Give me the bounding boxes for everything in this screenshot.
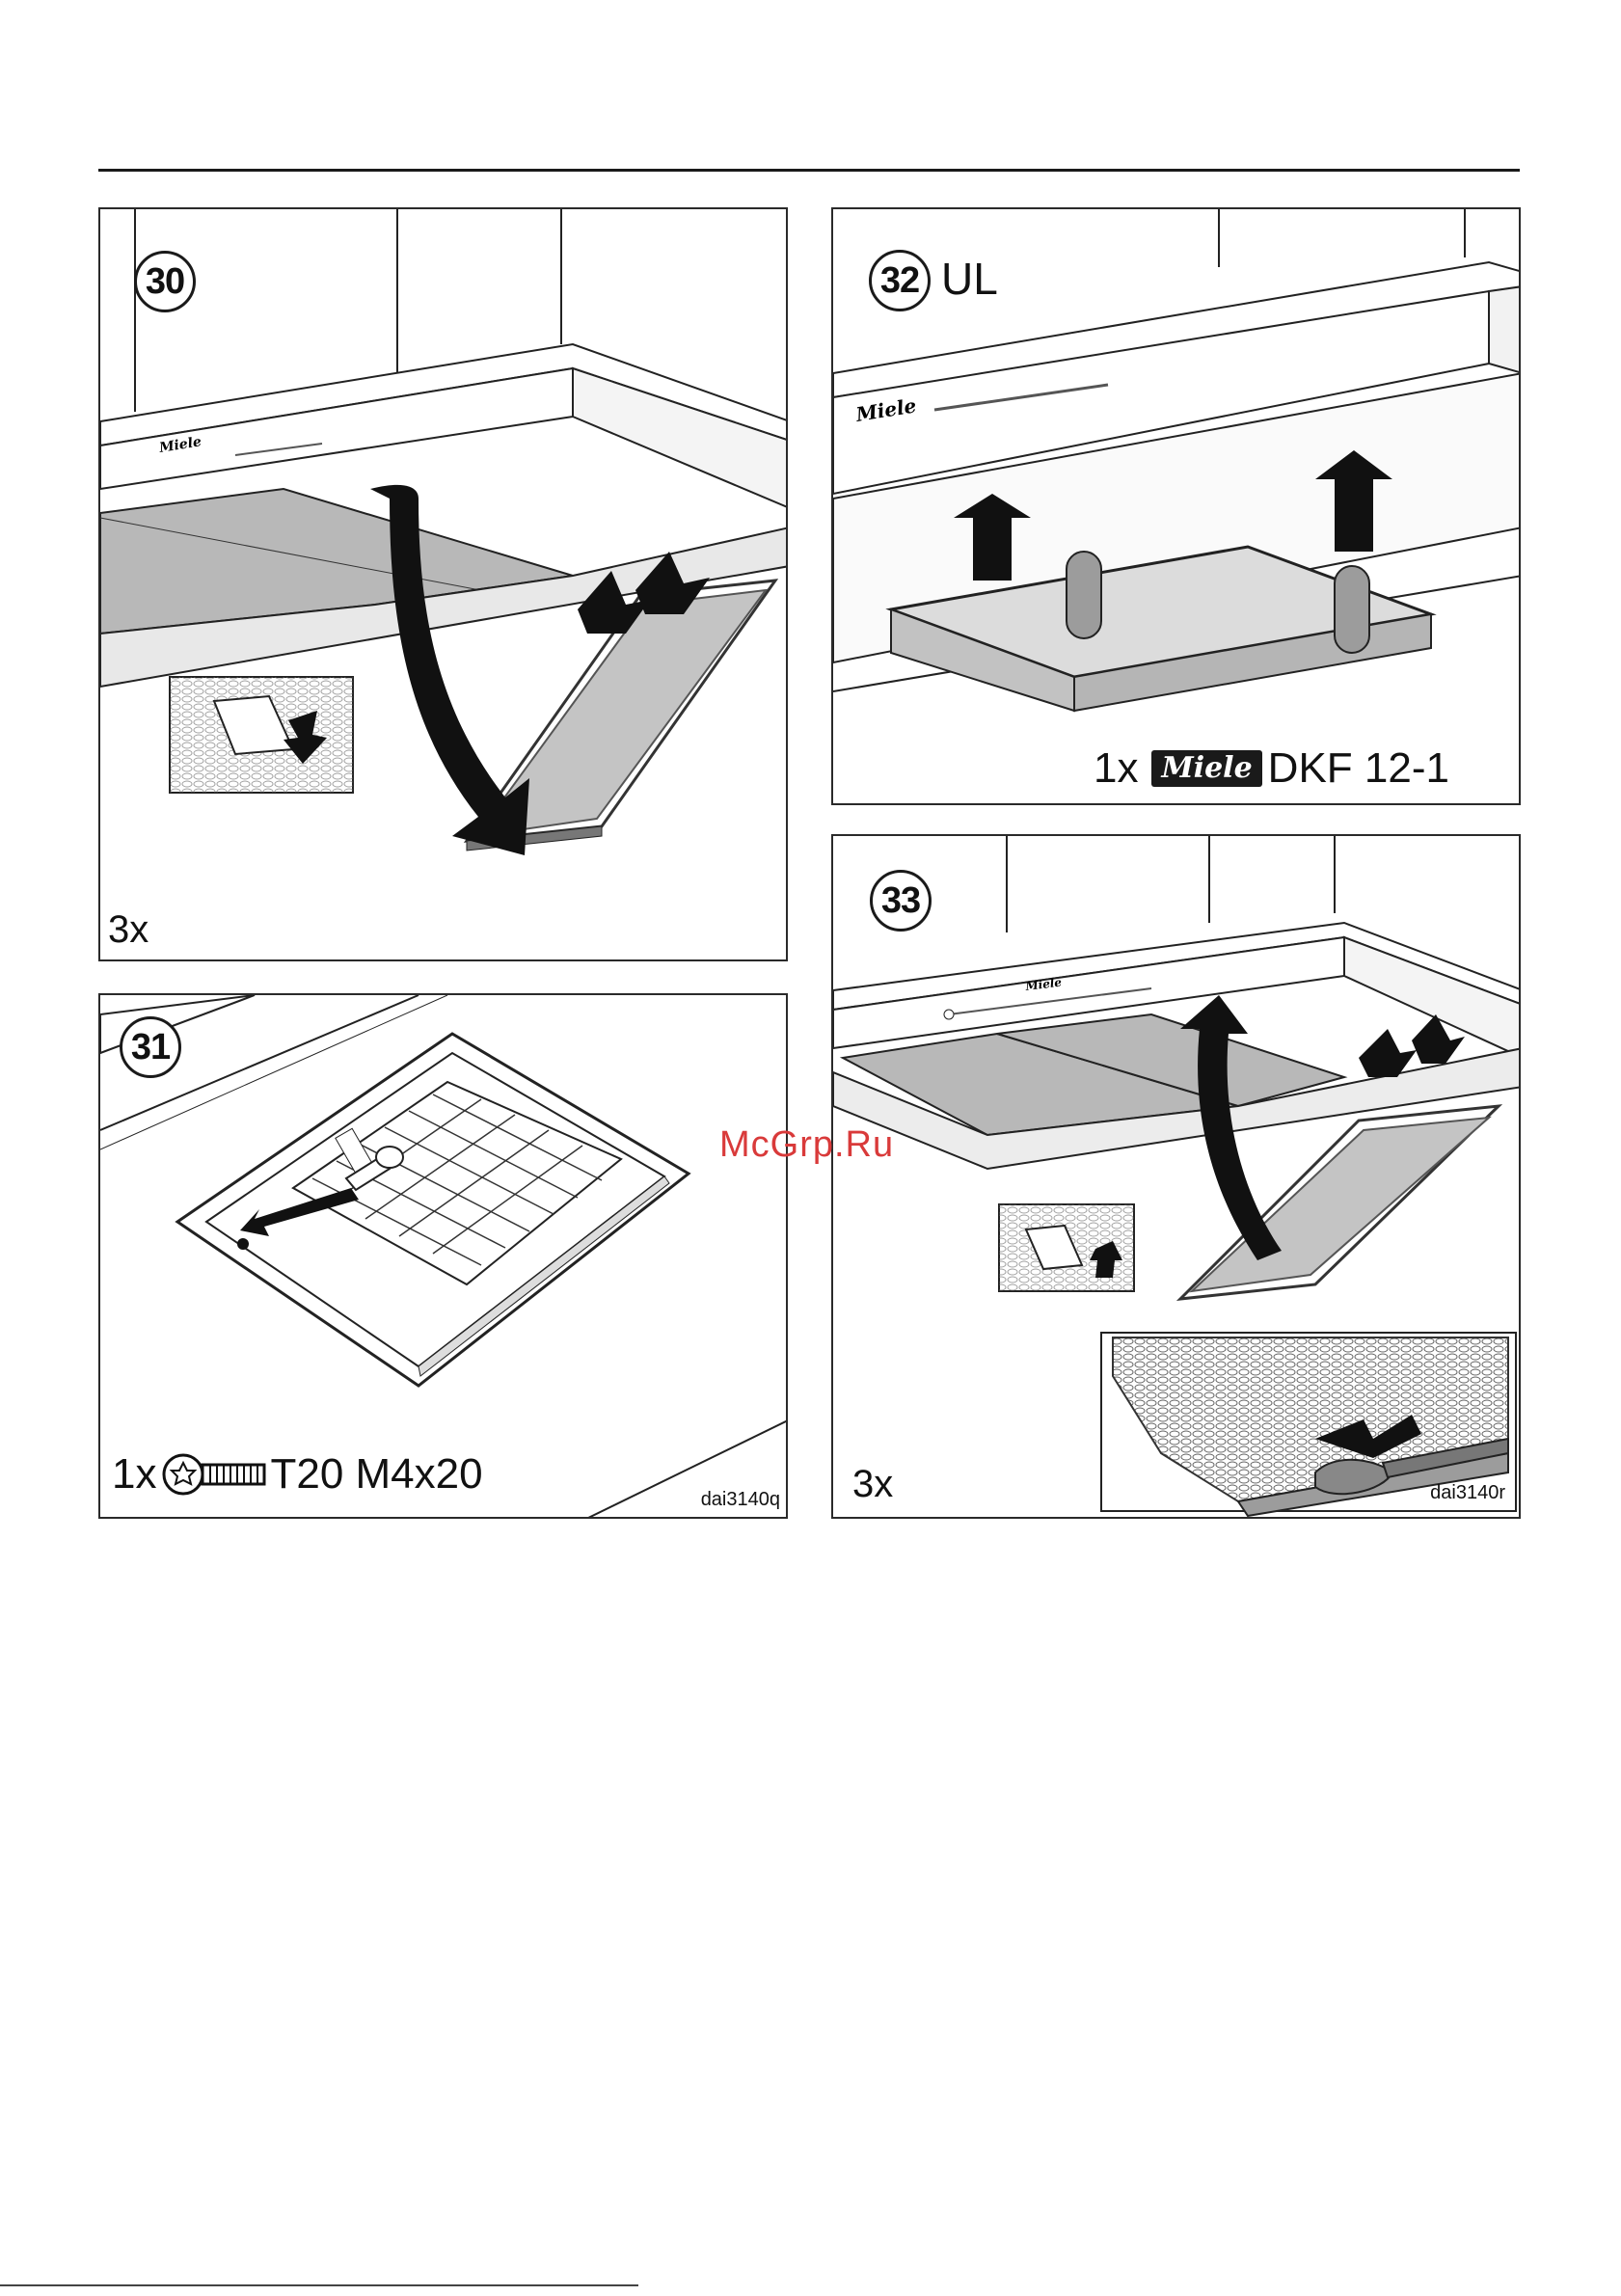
part-code: T20 M4x20 <box>270 1450 482 1499</box>
top-rule <box>98 169 1520 172</box>
panel-step-31: ? 31 1x T20 M4x20 dai3140q <box>98 993 788 1519</box>
screw-icon <box>162 1450 268 1499</box>
step-number: 30 <box>134 251 196 312</box>
bottom-rule <box>0 2284 638 2286</box>
watermark: McGrp.Ru <box>719 1124 894 1166</box>
part-code: DKF 12-1 <box>1268 744 1449 793</box>
quantity-label: 3x <box>108 908 149 952</box>
illustration-charcoal-filter: Miele <box>833 209 1521 805</box>
panel-step-33: Miele 33 3x dai3140r <box>831 834 1521 1519</box>
step-number: 33 <box>870 870 932 932</box>
brand-logo: Miele <box>1151 750 1261 787</box>
arrow-icon <box>1359 1029 1417 1077</box>
step-number: 31 <box>120 1016 181 1078</box>
image-code: dai3140q <box>701 1489 780 1511</box>
panel-step-32: Miele 32 UL 1x Miele DKF 12-1 <box>831 207 1521 805</box>
part-row: 1x T20 M4x20 <box>112 1450 483 1499</box>
quantity-label: 1x <box>112 1450 156 1499</box>
panel-step-30: Miele 30 3x <box>98 207 788 961</box>
illustration-filter-refit: Miele <box>833 836 1521 1519</box>
quantity-label: 1x <box>1094 744 1138 793</box>
illustration-filter-removal: Miele <box>100 209 788 961</box>
step-number: 32 <box>869 250 931 311</box>
part-row: 1x Miele DKF 12-1 <box>1094 744 1449 793</box>
illustration-screw-removal: ? <box>100 995 788 1519</box>
model-suffix: UL <box>941 253 998 305</box>
image-code: dai3140r <box>1430 1482 1505 1504</box>
quantity-label: 3x <box>852 1463 893 1506</box>
